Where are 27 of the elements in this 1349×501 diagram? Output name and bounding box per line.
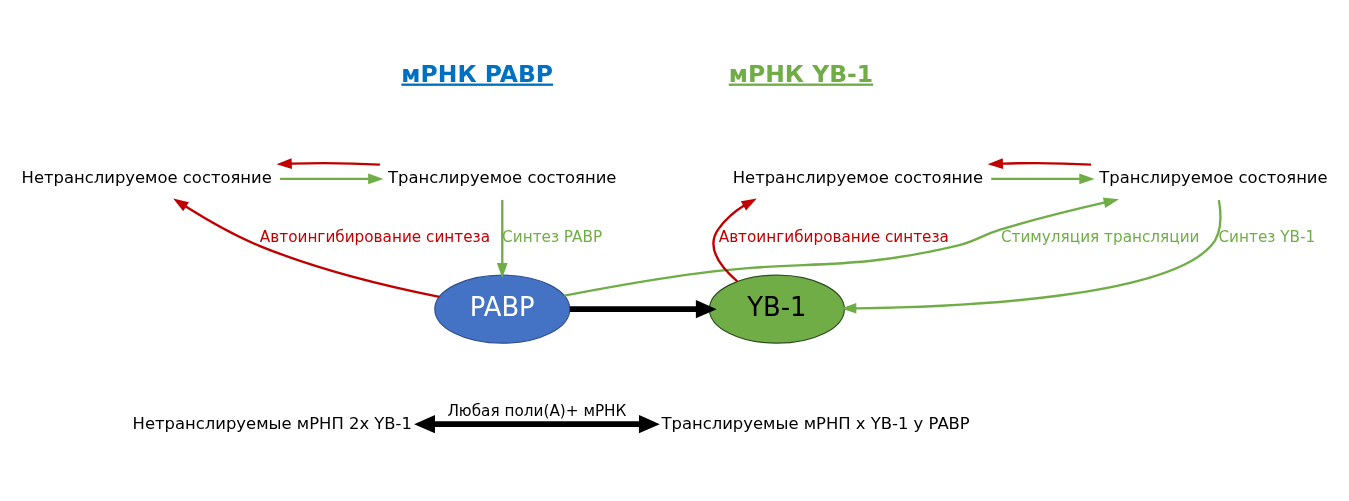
node-text: Транслируемое состояние: [1099, 168, 1328, 188]
node-ellipse: YB-1: [708, 274, 845, 344]
edge-label: Синтез PABP: [502, 227, 603, 246]
node-text: Нетранслируемое состояние: [21, 168, 272, 188]
node-text: Нетранслируемое состояние: [732, 168, 984, 188]
edge-label: Автоингибирование синтеза: [718, 227, 949, 246]
arrow: [991, 173, 1095, 185]
arrow: [569, 300, 717, 319]
node-ellipse: PABP: [434, 274, 571, 344]
arrow: [276, 158, 380, 169]
label: мРНК YB-1: [728, 59, 874, 88]
node-text: Транслируемые мРНП x YB-1 y PABP: [661, 413, 970, 433]
arrow: [987, 158, 1092, 169]
node-text: Нетранслируемые мРНП 2x YB-1: [132, 413, 412, 433]
arrow: [173, 198, 440, 299]
edge-label: Синтез YB-1: [1218, 227, 1316, 246]
label: мРНК PABP: [401, 59, 554, 88]
arrow: [564, 197, 1119, 297]
arrow: [841, 199, 1222, 314]
arrow: [414, 415, 660, 434]
arrow: [280, 173, 384, 185]
arrow: [712, 198, 757, 283]
edge-label: Любая поли(А)+ мРНК: [447, 402, 627, 421]
node-text: Транслируемое состояние: [388, 168, 617, 188]
edge-label: Стимуляция трансляции: [1000, 227, 1200, 246]
edge-label: Автоингибирование синтеза: [259, 227, 491, 246]
arrow: [496, 200, 508, 279]
